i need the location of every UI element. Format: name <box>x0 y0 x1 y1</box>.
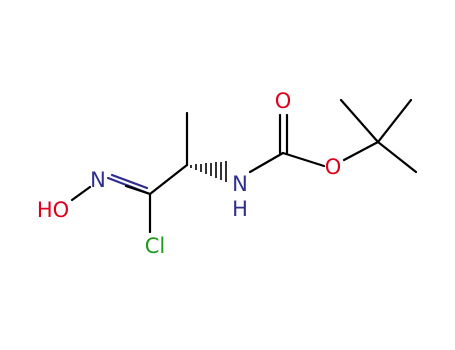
bond-tbu-c-methyl-right <box>376 140 418 174</box>
bond-o-ester-carbonyl-c <box>281 151 326 168</box>
bond-tbu-c-methyl-top-right <box>376 98 413 144</box>
atom-n-amide: N <box>232 172 248 196</box>
atom-ho-oxime: HO <box>37 198 69 222</box>
atom-n-oxime: N <box>90 168 106 192</box>
bond-n-oxime-o <box>70 185 92 202</box>
bond-tbu-c-o-ester <box>342 140 380 162</box>
bond-alpha-c-oxime-c <box>148 163 189 196</box>
bond-carbonyl-c-n <box>248 151 285 174</box>
atom-o-carbonyl: O <box>275 89 292 113</box>
bond-alpha-c-n-hashed-wedge <box>190 161 227 182</box>
atom-o-ester: O <box>325 155 342 179</box>
bond-c-n-oxime-double <box>106 173 152 196</box>
atom-h-amide: H <box>232 197 248 221</box>
bonds <box>70 98 418 234</box>
atom-cl: Cl <box>145 234 166 258</box>
bond-tbu-c-methyl-top-left <box>339 98 380 144</box>
